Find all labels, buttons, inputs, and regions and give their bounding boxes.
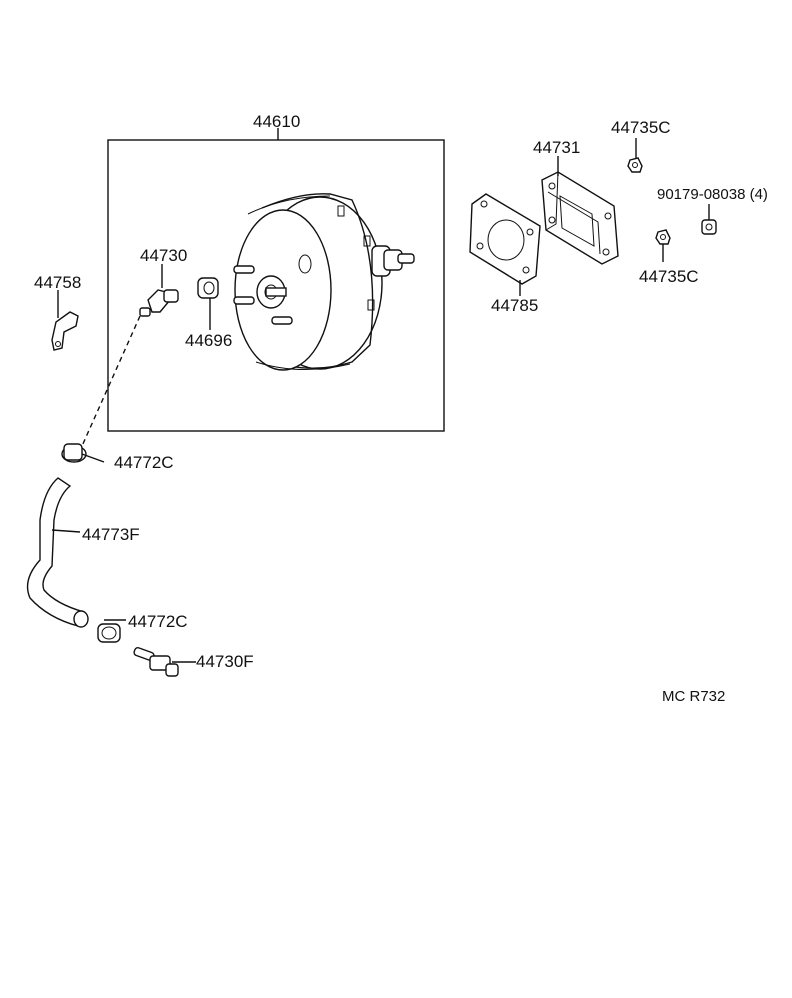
connection-dashed-line — [81, 315, 141, 447]
gasket-icon[interactable] — [469, 193, 541, 296]
bracket-icon[interactable] — [51, 290, 79, 351]
hose-clamp-upper-icon[interactable] — [61, 443, 105, 463]
label-gasket: 44785 — [491, 296, 538, 315]
label-bolt: 90179-08038 (4) — [657, 186, 768, 203]
label-clamp-upper: 44772C — [114, 453, 174, 472]
label-booster-assy: 44610 — [253, 112, 300, 131]
label-nut-upper: 44735C — [611, 118, 671, 137]
label-grommet: 44696 — [185, 331, 232, 350]
brake-booster-icon[interactable] — [233, 193, 415, 371]
hose-clamp-lower-icon[interactable] — [97, 619, 126, 643]
label-bracket: 44758 — [34, 273, 81, 292]
spacer-block-icon[interactable] — [541, 156, 619, 265]
nut-upper-icon[interactable] — [627, 138, 643, 173]
nut-lower-icon[interactable] — [655, 229, 671, 262]
diagram-code: MC R732 — [662, 688, 725, 705]
check-valve-icon[interactable] — [139, 264, 179, 317]
bolt-icon[interactable] — [701, 204, 717, 235]
label-nut-lower: 44735C — [639, 267, 699, 286]
label-spacer: 44731 — [533, 138, 580, 157]
booster-assembly-frame — [107, 128, 445, 432]
label-clamp-lower: 44772C — [128, 612, 188, 631]
vacuum-hose-icon[interactable] — [26, 477, 89, 628]
label-union: 44730F — [196, 652, 254, 671]
union-fitting-icon[interactable] — [133, 646, 196, 677]
label-hose: 44773F — [82, 525, 140, 544]
label-check-valve: 44730 — [140, 246, 187, 265]
grommet-icon[interactable] — [197, 277, 219, 330]
